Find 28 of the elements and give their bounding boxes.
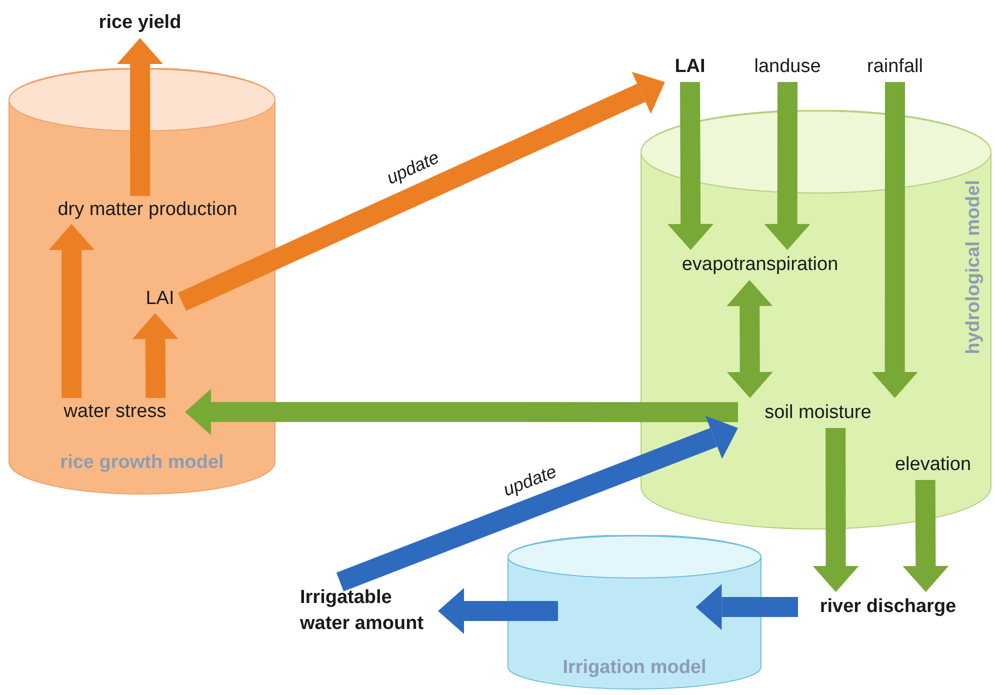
text-label: rainfall [855,52,935,82]
block-arrow [726,280,773,398]
model-label: Irrigation model [562,656,708,680]
text-label: LAI [138,285,182,313]
block-arrow [668,82,714,250]
edge-label: update [382,146,443,190]
edge-label: update [499,460,560,502]
text-label: dry matter production [25,196,270,224]
block-arrow [696,584,798,630]
text-label: water stress [45,398,185,426]
block-arrow [132,313,178,398]
block-arrow [872,82,918,398]
block-arrow [764,82,810,250]
block-arrow [438,588,558,634]
text-label: rice yield [75,8,205,38]
block-arrow [48,224,95,398]
text-label: soil moisture [738,398,898,428]
model-label: hydrological model [962,180,985,354]
text-label: LAI [665,52,715,82]
text-label: river discharge [798,592,978,622]
text-label: landuse [745,52,830,82]
text-label: Irrigatable water amount [300,582,438,640]
text-label: elevation [878,450,988,480]
block-arrow [178,72,665,311]
model-label: rice growth model [59,450,225,474]
block-arrow [812,428,859,592]
text-label: evapotranspiration [655,250,865,280]
block-arrow [336,416,738,592]
